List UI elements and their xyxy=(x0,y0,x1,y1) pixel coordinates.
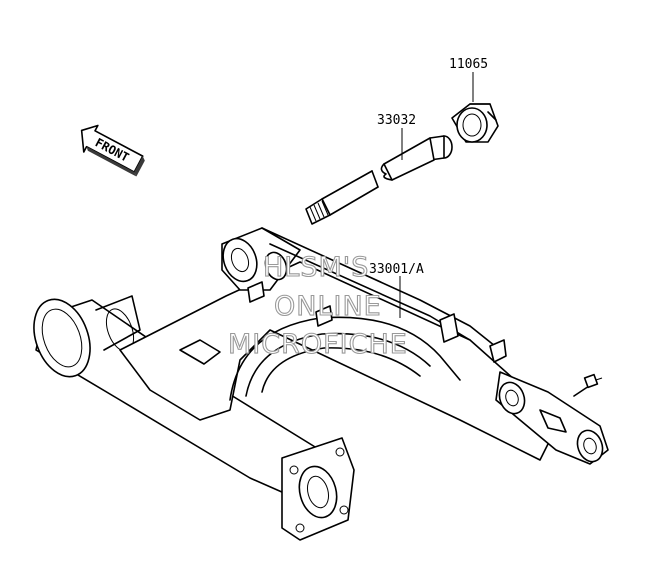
swingarm-part-33001A xyxy=(33,227,609,541)
part-label-33001A: 33001/A xyxy=(369,262,424,277)
part-label-11065: 11065 xyxy=(449,57,488,72)
watermark-line-3: MICROFICHE xyxy=(228,329,408,360)
pivot-shaft-part-33032 xyxy=(305,135,453,225)
collar-part-11065 xyxy=(451,103,499,143)
part-label-33032: 33032 xyxy=(377,113,416,128)
watermark-line-1: HLSM'S xyxy=(263,252,369,283)
front-arrow: FRONT xyxy=(80,124,145,177)
watermark-line-2: ONLINE xyxy=(274,291,382,322)
watermark: HLSM'S ONLINE MICROFICHE xyxy=(227,251,408,360)
